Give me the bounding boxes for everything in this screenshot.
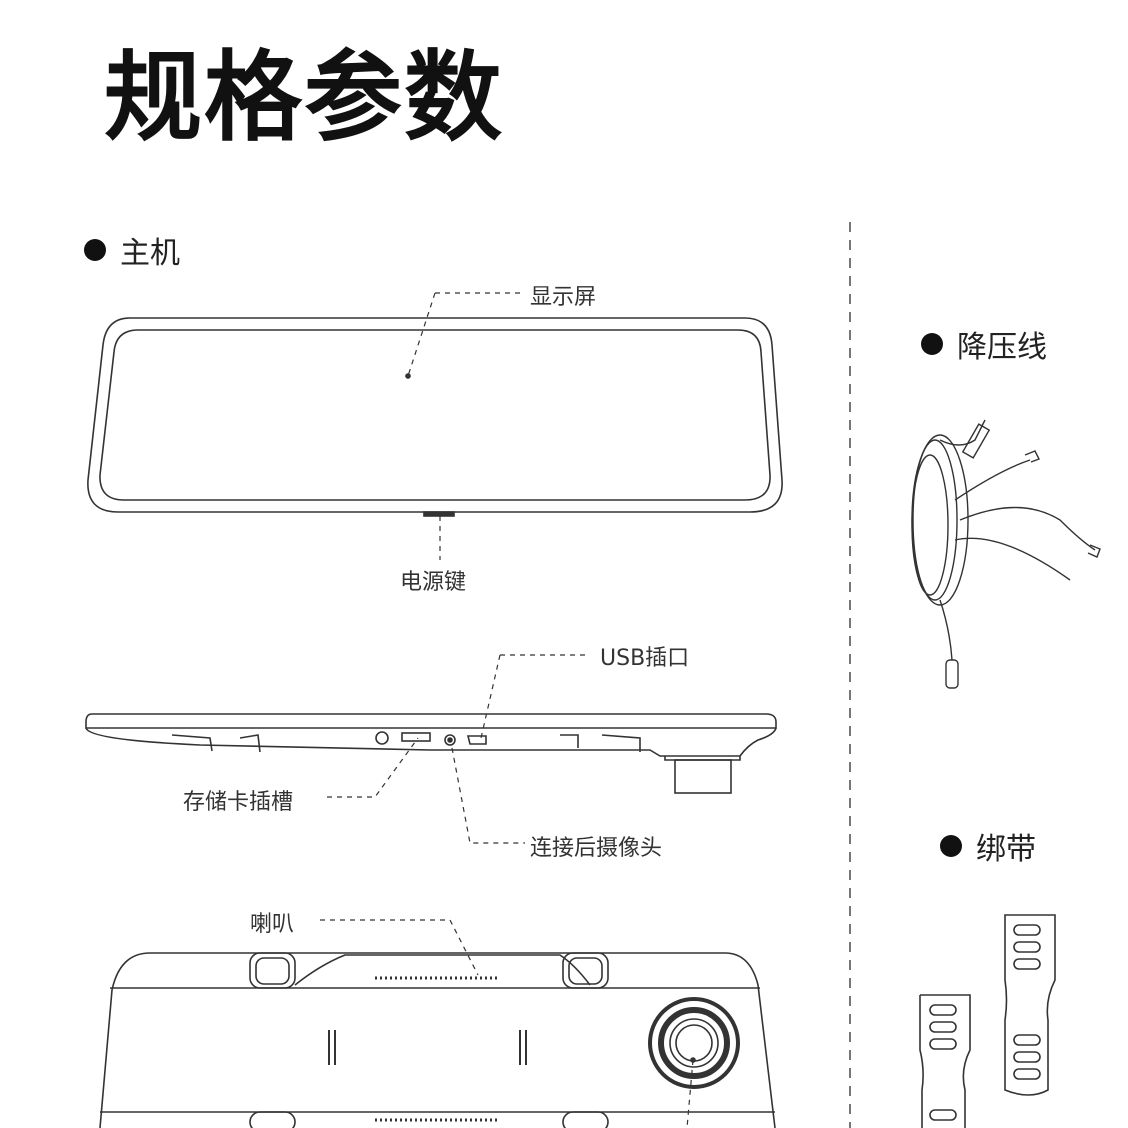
section-title: 主机 <box>120 236 180 271</box>
label-card-slot: 存储卡插槽 <box>183 790 294 815</box>
step-down-cable-image <box>911 419 1101 689</box>
label-screen: 显示屏 <box>530 285 597 310</box>
label-usb-port: USB插口 <box>600 646 690 671</box>
power-key <box>423 511 455 517</box>
label-rear-camera: 连接后摄像头 <box>530 836 663 861</box>
bullet-icon <box>940 835 962 857</box>
section-cable: 降压线 <box>921 322 1047 366</box>
bullet-icon <box>921 333 943 355</box>
section-strap: 绑带 <box>940 824 1036 868</box>
section-title: 绑带 <box>976 832 1036 867</box>
mirror-back-view <box>99 919 776 1128</box>
label-speaker: 喇叭 <box>250 912 295 937</box>
mirror-side-view <box>85 654 777 844</box>
page-title: 规格参数 <box>104 41 505 155</box>
strap-image <box>919 914 1056 1128</box>
section-main-unit: 主机 <box>84 228 180 272</box>
label-power-key: 电源键 <box>400 570 467 595</box>
bullet-icon <box>84 239 106 261</box>
section-title: 降压线 <box>957 330 1047 365</box>
mirror-front-view <box>87 292 783 560</box>
